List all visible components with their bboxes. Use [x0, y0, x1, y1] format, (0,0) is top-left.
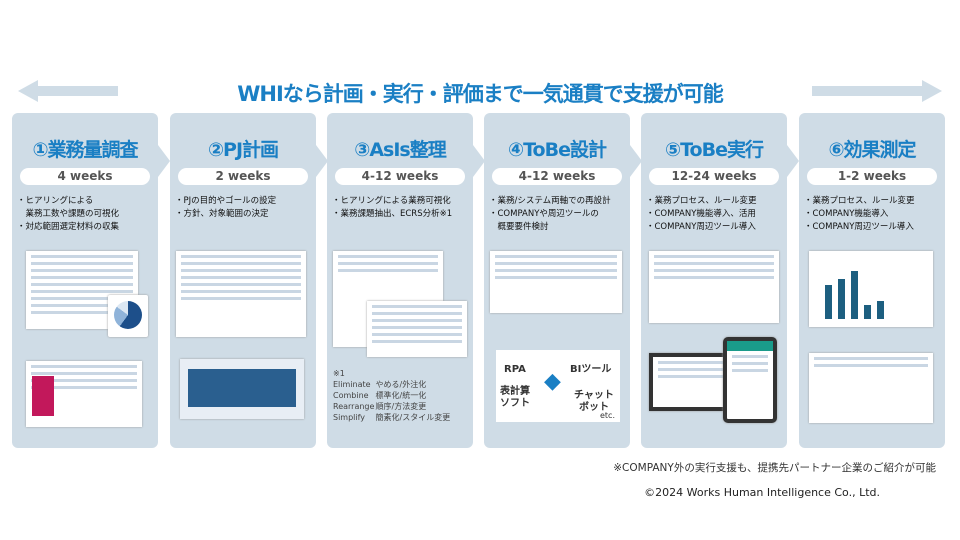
step-title: ③AsIs整理	[354, 139, 446, 161]
step-title: ④ToBe設計	[508, 139, 607, 161]
report-thumbnail	[26, 361, 142, 427]
ecrs-row: Rearrange 順序/方法変更	[333, 402, 427, 411]
step-duration: 2 weeks	[178, 168, 308, 185]
tool-etc: etc.	[600, 411, 615, 420]
page-title: WHIなら計画・実行・評価まで一気通貫で支援が可能	[237, 82, 724, 106]
step-duration: 4-12 weeks	[492, 168, 622, 185]
step-bullets: ・業務プロセス、ルール変更 ・COMPANY機能導入 ・COMPANY周辺ツール…	[804, 196, 915, 232]
company-logo-icon: ◆	[544, 369, 561, 394]
step-duration: 12-24 weeks	[649, 168, 779, 185]
ecrs-legend: ※1 Eliminate やめる/外注化 Combine 標準化/統一化 Rea…	[333, 368, 450, 423]
step-card-2: ②PJ計画 2 weeks ・PJの目的やゴールの設定 ・方針、対象範囲の決定	[170, 113, 328, 448]
step-bullets: ・ヒアリングによる業務可視化 ・業務課題抽出、ECRS分析※1	[332, 196, 453, 219]
ecrs-note-mark: ※1	[333, 369, 345, 378]
ecrs-table-thumbnail	[367, 301, 467, 357]
right-arrow-icon	[922, 80, 942, 102]
step-title: ②PJ計画	[207, 139, 279, 161]
tool-bi: BIツール	[570, 364, 612, 375]
step-duration: 1-2 weeks	[807, 168, 937, 185]
pie-chart-thumbnail	[108, 295, 148, 337]
ecrs-row: Eliminate やめる/外注化	[333, 380, 427, 389]
left-arrow-icon	[18, 80, 38, 102]
step-card-5: ⑤ToBe実行 12-24 weeks ・業務プロセス、ルール変更 ・COMPA…	[641, 113, 799, 448]
step-bullets: ・業務/システム両軸での再設計 ・COMPANYや周辺ツールの 概要要件検討	[489, 196, 611, 232]
right-arrow-shaft	[812, 86, 922, 96]
step-title: ⑥効果測定	[828, 139, 916, 161]
tools-panel: RPA BIツール 表計算 ソフト チャット ボット etc. ◆	[496, 350, 620, 422]
system-diagram-thumbnail	[490, 251, 622, 313]
process-thumbnail	[649, 251, 779, 323]
step-duration: 4 weeks	[20, 168, 150, 185]
step-title: ⑤ToBe実行	[665, 139, 764, 161]
step-bullets: ・業務プロセス、ルール変更 ・COMPANY機能導入、活用 ・COMPANY周辺…	[646, 196, 757, 232]
tool-spreadsheet: 表計算 ソフト	[500, 386, 530, 409]
step-card-3: ③AsIs整理 4-12 weeks ・ヒアリングによる業務可視化 ・業務課題抽…	[327, 113, 485, 448]
copyright: ©2024 Works Human Intelligence Co., Ltd.	[644, 486, 880, 499]
footer-note: ※COMPANY外の実行支援も、提携先パートナー企業のご紹介が可能	[613, 462, 936, 474]
step-duration: 4-12 weeks	[335, 168, 465, 185]
step-title: ①業務量調査	[32, 139, 138, 161]
ecrs-row: Combine 標準化/統一化	[333, 391, 427, 400]
ecrs-row: Simplify 簡素化/スタイル変更	[333, 413, 451, 422]
step-bullets: ・PJの目的やゴールの設定 ・方針、対象範囲の決定	[175, 196, 277, 219]
step-card-1: ①業務量調査 4 weeks ・ヒアリングによる 業務工数や課題の可視化 ・対応…	[12, 113, 170, 448]
left-arrow-shaft	[36, 86, 118, 96]
line-chart-thumbnail	[809, 353, 933, 423]
tool-chatbot: チャット ボット	[574, 390, 614, 413]
step-card-4: ④ToBe設計 4-12 weeks ・業務/システム両軸での再設計 ・COMP…	[484, 113, 642, 448]
org-diagram-thumbnail	[180, 359, 304, 419]
step-bullets: ・ヒアリングによる 業務工数や課題の可視化 ・対応範囲選定材料の収集	[17, 196, 120, 232]
plan-thumbnail	[176, 251, 306, 337]
step-card-6: ⑥効果測定 1-2 weeks ・業務プロセス、ルール変更 ・COMPANY機能…	[799, 113, 945, 448]
tablet-thumbnail	[723, 337, 777, 423]
tool-rpa: RPA	[504, 364, 526, 375]
bar-chart-thumbnail	[809, 251, 933, 327]
